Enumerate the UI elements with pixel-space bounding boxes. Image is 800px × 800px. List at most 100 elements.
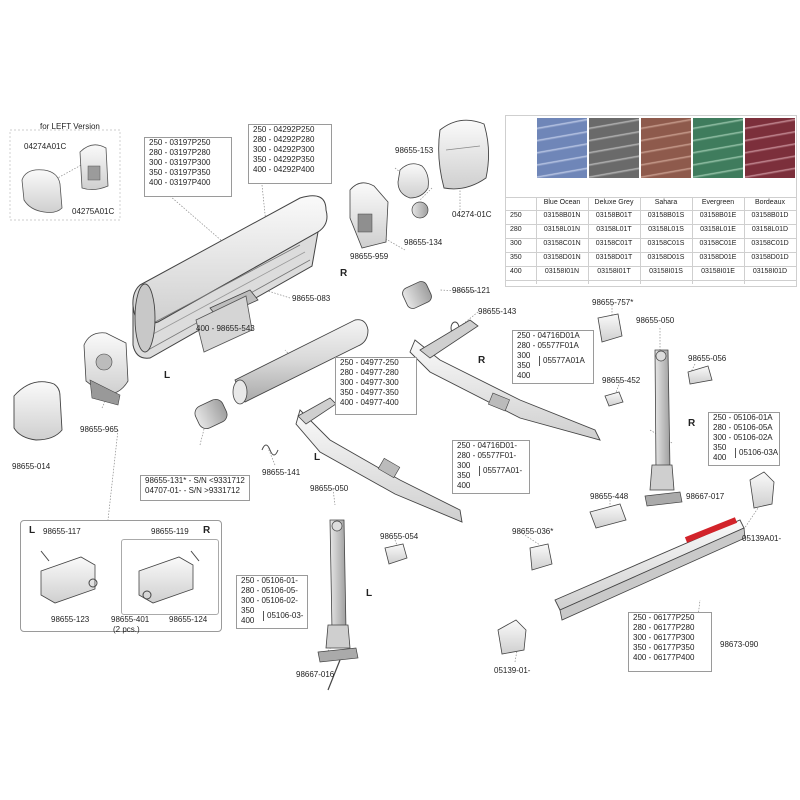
part-label: 98655-452 xyxy=(602,376,641,385)
part-label: 98655-153 xyxy=(395,146,434,155)
part-label: 04274A01C xyxy=(24,142,67,151)
part-label: 98655-036* xyxy=(512,527,554,536)
part-label: 98655-401 xyxy=(111,615,150,624)
part-label: 98667-017 xyxy=(686,492,725,501)
fabric-swatch xyxy=(641,118,691,178)
lead-rail xyxy=(554,517,746,621)
side-mark-right-case: R xyxy=(340,268,348,279)
fabric-part-number: 03158B01E xyxy=(699,212,737,219)
part-label: 98655-119 xyxy=(151,527,189,536)
part-label: 98655-121 xyxy=(452,286,491,295)
fabric-size: 300 xyxy=(510,240,522,247)
fabric-swatch xyxy=(537,118,587,178)
part-label: 98655-124 xyxy=(169,615,208,624)
lead-rail-sizes-box: 250 - 06177P250 280 - 06177P280 300 - 06… xyxy=(628,612,712,672)
part-label: 98655-141 xyxy=(262,468,301,477)
roller-tube xyxy=(194,281,460,456)
part-label: 98655-143 xyxy=(478,307,517,316)
fabric-part-number: 03158I01S xyxy=(649,268,683,275)
fabric-swatch xyxy=(693,118,743,178)
case-left-end xyxy=(83,332,129,406)
fabric-part-number: 03158C01D xyxy=(751,240,789,247)
right-arm-sizes-box: 250 - 04716D01A 280 - 05577F01A 300 350 … xyxy=(512,330,594,384)
fabric-part-number: 03158D01D xyxy=(751,254,789,261)
serial-number-box: 98655-131* - S/N <9331712 04707-01- - S/… xyxy=(140,475,250,501)
fabric-colour-name: Deluxe Grey xyxy=(594,199,634,206)
part-label: 04274-01C xyxy=(452,210,492,219)
fabric-colour-name: Blue Ocean xyxy=(543,199,581,206)
fabric-part-number: 03158L01N xyxy=(543,226,581,233)
fabric-part-number: 03158I01E xyxy=(701,268,735,275)
case-end-caps xyxy=(349,119,489,249)
fabric-colour-name: Bordeaux xyxy=(755,199,785,206)
part-label: 98667-016 xyxy=(296,670,335,679)
left-leg-sizes-box: 250 - 05106-01- 280 - 05106-05- 300 - 05… xyxy=(236,575,308,629)
left-arm-sizes-box: 250 - 04716D01- 280 - 05577F01- 300 350 … xyxy=(452,440,530,494)
fabric-size: 400 xyxy=(510,268,522,275)
small-parts xyxy=(384,313,775,655)
fabric-colour-table: Blue Ocean 03158B01N 03158L01N 03158C01N 031… xyxy=(505,115,797,287)
side-mark-left-arm: L xyxy=(314,452,321,463)
part-label: 98655-050 xyxy=(310,484,349,493)
fabric-part-number: 03158L01D xyxy=(751,226,789,233)
side-mark-right-leg: R xyxy=(688,418,696,429)
part-label: 98673-090 xyxy=(720,640,759,649)
part-label: 400 - 98655-543 xyxy=(196,324,255,333)
part-label: 98655-448 xyxy=(590,492,629,501)
fabric-part-number: 03158B01N xyxy=(543,212,581,219)
bracket-inset: L R 98655-117 98655-119 98655-123 98655-… xyxy=(20,520,222,634)
roller-tube-sizes-box: 250 - 04977-250 280 - 04977-280 300 - 04… xyxy=(335,357,417,415)
part-label: 98655-056 xyxy=(688,354,727,363)
right-support-leg xyxy=(644,349,683,507)
left-end-cap-parts xyxy=(21,144,109,213)
fabric-part-number: 03158L01E xyxy=(700,226,736,233)
side-mark-right-arm: R xyxy=(478,355,486,366)
part-label: 05139-01- xyxy=(494,666,531,675)
fabric-part-number: 03158C01S xyxy=(647,240,685,247)
part-label: 05139A01- xyxy=(742,534,782,543)
fabric-part-number: 03158D01S xyxy=(647,254,685,261)
part-label: 98655-134 xyxy=(404,238,443,247)
front-profile-sizes-box: 250 - 03197P250 280 - 03197P280 300 - 03… xyxy=(144,137,232,197)
part-label: 04275A01C xyxy=(72,207,115,216)
fabric-colour-name: Sahara xyxy=(654,199,678,206)
fabric-size: 280 xyxy=(510,226,522,233)
fabric-part-number: 03158B01S xyxy=(647,212,685,219)
left-support-leg xyxy=(317,519,359,691)
side-mark-left-case: L xyxy=(164,370,171,381)
part-label: 98655-054 xyxy=(380,532,419,541)
fabric-part-number: 03158I01T xyxy=(597,268,631,275)
right-leg-sizes-box: 250 - 05106-01A 280 - 05106-05A 300 - 05… xyxy=(708,412,780,466)
fabric-part-number: 03158C01E xyxy=(699,240,737,247)
part-label: 98655-014 xyxy=(12,462,51,471)
fabric-part-number: 03158C01T xyxy=(595,240,633,247)
fabric-part-number: 03158I01D xyxy=(752,268,788,275)
part-label: 98655-959 xyxy=(350,252,389,261)
part-label: 98655-757* xyxy=(592,298,634,307)
side-mark-left-leg: L xyxy=(366,588,373,599)
left-arm xyxy=(295,397,463,523)
bracket-drawings xyxy=(40,550,200,604)
fabric-part-number: 03158I01N xyxy=(544,268,580,275)
fabric-part-number: 03158L01S xyxy=(648,226,684,233)
fabric-part-number: 03158D01E xyxy=(699,254,737,261)
part-label: 98655-965 xyxy=(80,425,119,434)
fabric-part-number: 03158L01T xyxy=(596,226,632,233)
fabric-size: 350 xyxy=(510,254,522,261)
part-quantity: (2 pcs.) xyxy=(113,625,140,634)
part-label: 98655-123 xyxy=(51,615,90,624)
fabric-part-number: 03158D01T xyxy=(595,254,633,261)
left-version-caption: for LEFT Version xyxy=(40,122,100,131)
fabric-part-number: 03158B01D xyxy=(751,212,789,219)
part-label: 98655-050 xyxy=(636,316,675,325)
fabric-part-number: 03158D01N xyxy=(543,254,581,261)
cover-profile-sizes-box: 250 - 04292P250 280 - 04292P280 300 - 04… xyxy=(248,124,332,184)
fabric-size: 250 xyxy=(510,212,522,219)
fabric-part-number: 03158C01N xyxy=(543,240,581,247)
part-label: 98655-117 xyxy=(43,527,81,536)
front-cover-cap xyxy=(13,381,63,441)
fabric-swatch xyxy=(745,118,795,178)
fabric-part-number: 03158B01T xyxy=(595,212,633,219)
awning-case xyxy=(132,195,328,359)
